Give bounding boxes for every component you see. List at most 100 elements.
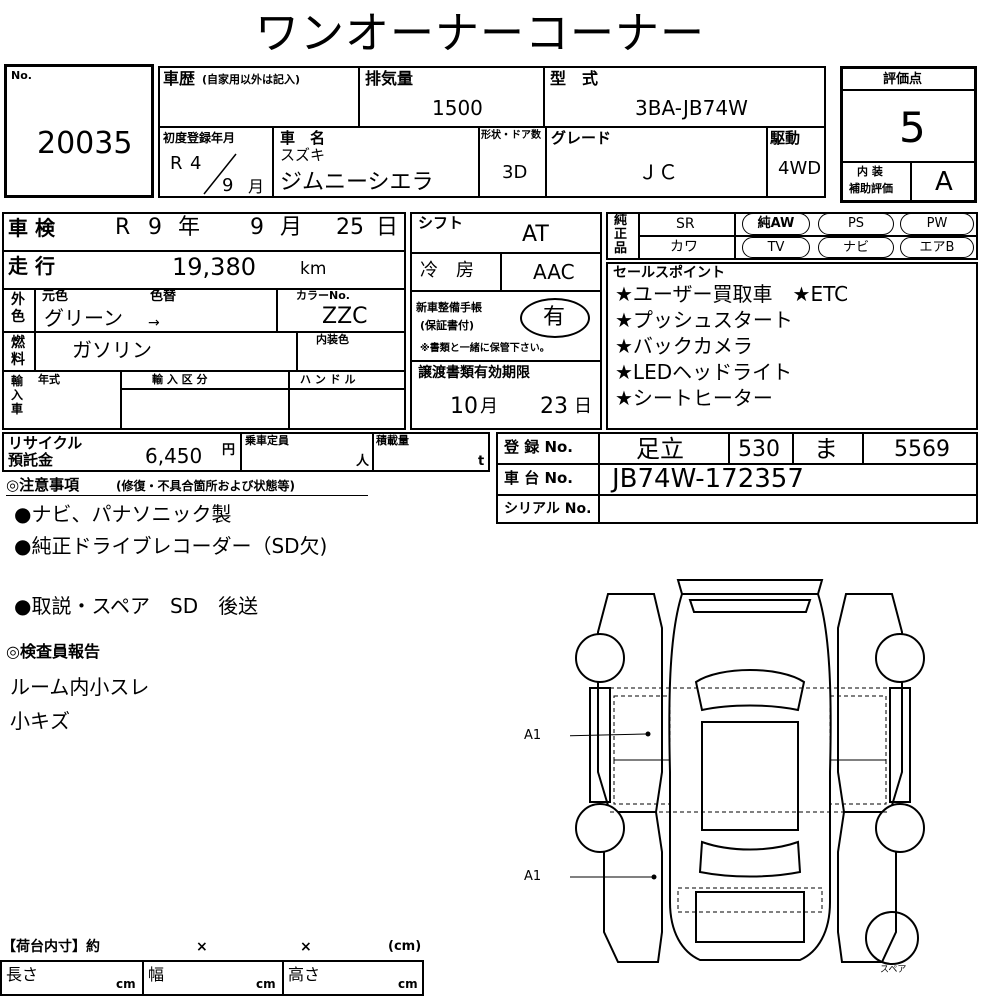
model-type-label: 型 式 (550, 69, 599, 88)
inspection-era: R (115, 215, 131, 240)
transfer-label: 譲渡書類有効期限 (418, 365, 530, 381)
history-note: (自家用以外は記入) (202, 73, 301, 86)
exterior-color: グリーン (44, 306, 123, 330)
maintenance-value: 有 (543, 305, 566, 330)
shift-label: シフト (418, 214, 464, 232)
inspection-label: 車 検 (8, 216, 55, 240)
interior-color-label: 内装色 (316, 333, 349, 346)
registration-class: 530 (738, 437, 780, 462)
fuel-value: ガソリン (72, 338, 152, 362)
transfer-month: 10 (450, 394, 478, 419)
maintenance-note: ※書類と一緒に保管下さい。 (420, 343, 550, 354)
registration-kana: ま (814, 435, 838, 463)
car-maker: スズキ (280, 146, 326, 164)
import-class-label: 輸 入 区 分 (152, 373, 208, 386)
genuine-item-alloy-wheel: 純AW (742, 213, 810, 235)
capacity-unit: 人 (356, 454, 370, 469)
genuine-item-tv: TV (742, 237, 810, 258)
recycle-unit: 円 (222, 443, 236, 458)
registration-number: 5569 (894, 437, 950, 462)
capacity-label: 乗車定員 (245, 434, 289, 447)
change-color-label: 色替 (150, 289, 177, 304)
genuine-item-ps: PS (818, 213, 894, 235)
inspection-year: 9 (148, 215, 162, 240)
cargo-height-label: 高さ (288, 965, 321, 984)
sales-point-1: ★ユーザー買取車 ★ETC (615, 282, 849, 306)
recycle-label: リサイクル (8, 434, 83, 452)
spare-label: スペア (880, 965, 907, 975)
import-label: 輸入車 (11, 374, 24, 416)
color-no-label: カラーNo. (296, 289, 350, 302)
sales-point-2: ★プッシュスタート (615, 308, 793, 332)
mileage-unit: km (300, 259, 327, 279)
note-3: ●取説・スペア SD 後送 (14, 594, 259, 618)
first-reg-month-unit: 月 (248, 177, 265, 196)
sales-point-4: ★LEDヘッドライト (615, 360, 793, 384)
genuine-item-pw: PW (900, 213, 974, 235)
inspector-item-1: ルーム内小スレ (10, 675, 150, 699)
body-doors-value: 3D (502, 162, 528, 183)
transfer-day: 23 (540, 394, 568, 419)
orig-color-label: 元色 (42, 289, 69, 304)
cargo-grid (0, 960, 424, 996)
maintenance-circle (520, 298, 590, 338)
car-condition-diagram (570, 579, 925, 965)
interior-score: A (935, 167, 953, 197)
inspection-year-unit: 年 (178, 215, 201, 240)
damage-mark-1: A1 (524, 728, 542, 743)
first-reg-month: 9 (222, 175, 234, 196)
model-type-value: 3BA-JB74W (635, 96, 748, 120)
car-name: ジムニーシエラ (280, 170, 434, 195)
notes-label: ◎注意事項 (6, 476, 80, 494)
evaluation-label: 評価点 (883, 72, 923, 87)
cargo-length-label: 長さ (6, 965, 39, 984)
first-reg-year: 4 (190, 153, 202, 174)
note-2: ●純正ドライブレコーダー（SD欠) (14, 534, 328, 558)
sales-point-5: ★シートヒーター (615, 386, 773, 410)
inspection-day: 25 (336, 215, 364, 240)
mid-info-grid (410, 212, 602, 430)
history-label: 車歴 (163, 69, 196, 88)
grade-label: グレード (551, 129, 612, 147)
load-label: 積載量 (376, 434, 409, 447)
cargo-times-1: × (196, 939, 208, 955)
color-no: ZZC (322, 304, 368, 329)
car-name-label: 車 名 (280, 129, 326, 147)
evaluation-score: 5 (899, 103, 926, 152)
sales-points-box (606, 262, 978, 430)
cargo-label: 【荷台内寸】約 (2, 939, 100, 955)
ac-value: AAC (533, 260, 575, 284)
grade-value: ＪＣ (638, 160, 678, 184)
color-arrow: → (148, 315, 160, 331)
maintenance-label: 新車整備手帳 (416, 301, 482, 314)
cargo-width-unit: cm (256, 977, 276, 991)
evaluation-box: 評価点 5 内 装 補助評価 A (840, 66, 977, 203)
lot-number: 20035 (37, 126, 133, 161)
load-unit: t (478, 454, 485, 469)
inspector-item-2: 小キズ (10, 709, 70, 733)
displacement-label: 排気量 (365, 69, 414, 88)
shift-value: AT (522, 222, 549, 247)
displacement-value: 1500 (432, 96, 483, 120)
interior-label: 内 装 (857, 165, 883, 178)
ac-label: 冷 房 (420, 260, 474, 281)
cargo-unit: (cm) (388, 939, 422, 954)
serial-label: シリアル No. (504, 501, 592, 517)
inspection-day-unit: 日 (376, 215, 399, 240)
registration-office: 足立 (636, 435, 684, 463)
cargo-length-unit: cm (116, 977, 136, 991)
interior-sub-label: 補助評価 (849, 182, 893, 195)
recycle-grid (2, 432, 490, 472)
handle-label: ハ ン ド ル (300, 373, 356, 386)
cargo-height-unit: cm (398, 977, 418, 991)
recycle-value: 6,450 (145, 444, 203, 468)
import-year-label: 年式 (38, 373, 60, 386)
note-1: ●ナビ、パナソニック製 (14, 502, 232, 526)
header-grid-top (158, 66, 826, 198)
inspector-label: ◎検査員報告 (6, 642, 100, 661)
drive-label: 駆動 (770, 129, 801, 147)
vehicle-info-grid (2, 212, 406, 430)
date-slash (203, 153, 237, 195)
genuine-sr-label: SR (676, 216, 695, 232)
sales-points-label: セールスポイント (613, 265, 725, 281)
